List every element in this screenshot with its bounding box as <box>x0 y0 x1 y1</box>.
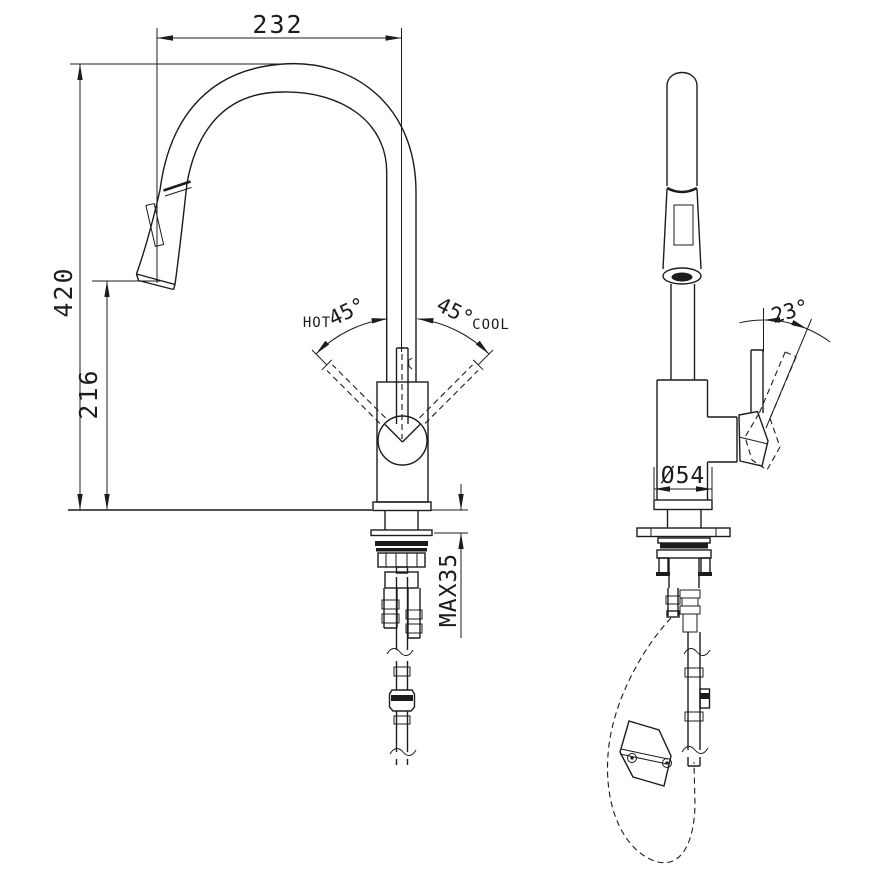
label-hot: HOT <box>303 315 331 331</box>
spray-head-side <box>662 186 702 380</box>
handle-side <box>738 349 797 471</box>
dim-spout-height: 216 <box>74 280 160 510</box>
pulldown-hose-front <box>386 577 417 765</box>
handle-front <box>384 347 421 443</box>
hose-loop <box>606 617 696 864</box>
dim-overall-height: 420 <box>49 63 293 510</box>
spray-button <box>145 202 165 248</box>
mounting-hardware-side <box>636 509 731 588</box>
dim-spout-reach: 232 <box>156 10 402 352</box>
handle-swing-annotation: HOT 45° 45° COOL <box>303 293 510 424</box>
dim-max-deck-thickness: MAX35 <box>434 484 468 638</box>
dim-base-diameter: Ø54 <box>653 463 713 499</box>
dim-handle-angle: 23° <box>739 295 831 429</box>
dim-cool-angle-text: 45° <box>433 293 478 331</box>
label-cool: COOL <box>472 317 510 333</box>
dim-base-diameter-text: Ø54 <box>661 463 706 489</box>
dim-hot-angle-text: 45° <box>325 293 370 331</box>
spray-head <box>135 180 192 291</box>
supply-hoses-front <box>381 588 423 639</box>
spout-gooseneck <box>159 62 417 382</box>
dim-handle-angle-text: 23° <box>769 295 812 329</box>
dim-spout-height-text: 216 <box>74 368 103 419</box>
mounting-hardware-front <box>370 510 433 589</box>
dim-spout-reach-text: 232 <box>252 10 303 39</box>
dim-max-deck-text: MAX35 <box>436 553 462 627</box>
faucet-body-front <box>372 381 432 512</box>
dim-overall-height-text: 420 <box>49 266 78 317</box>
front-view: 420 216 232 <box>49 10 510 765</box>
pulldown-hose-side <box>665 588 711 767</box>
side-view: 23° Ø54 <box>606 71 831 864</box>
counterweight <box>619 720 672 787</box>
spout-side <box>666 71 698 186</box>
spray-button-side <box>673 204 694 246</box>
faucet-body-side <box>653 379 738 511</box>
